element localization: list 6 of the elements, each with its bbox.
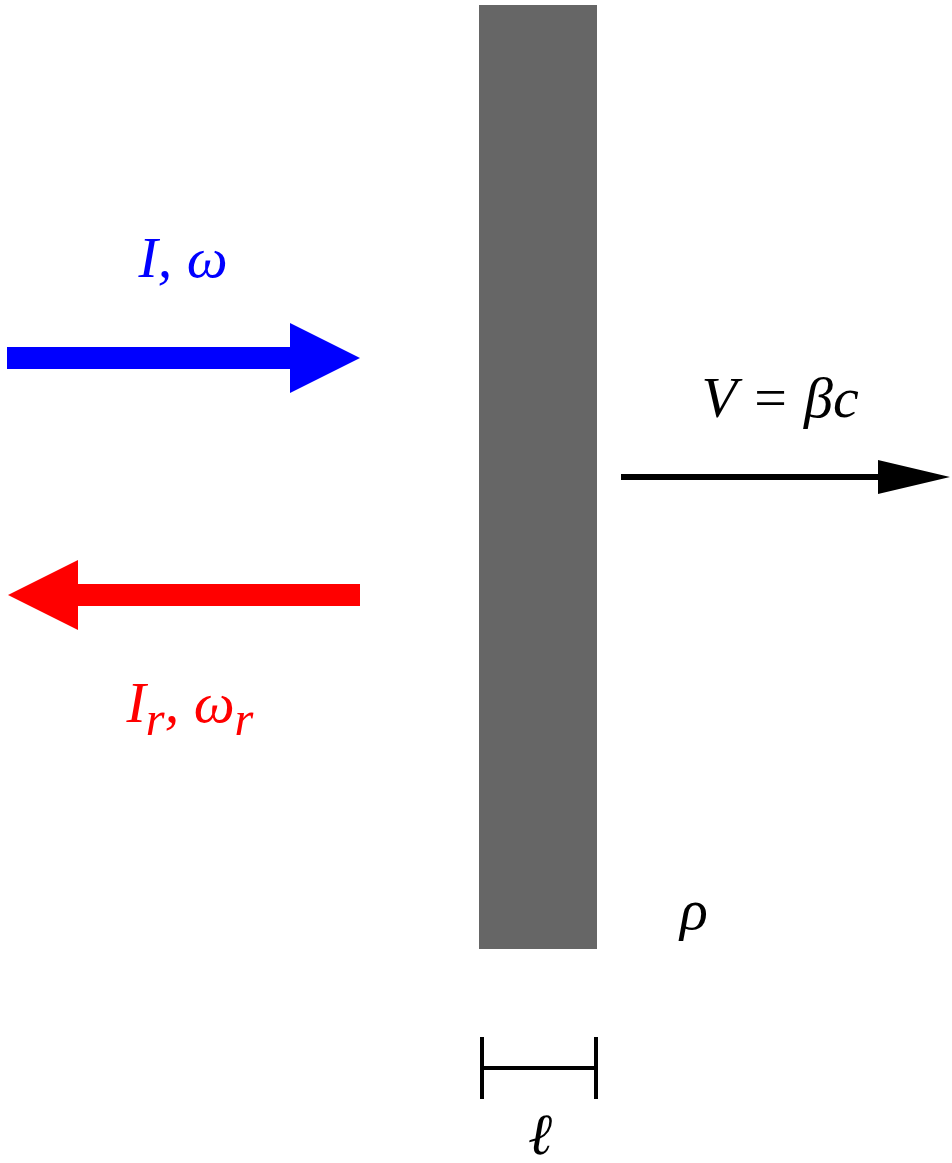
density-label: ρ bbox=[680, 881, 708, 939]
reflected-intensity-frequency-label: I$_{r}$, ω$_{r}$ bbox=[126, 673, 254, 743]
intensity-frequency-label: I, ω bbox=[138, 229, 228, 287]
thickness-label: ℓ bbox=[528, 1106, 553, 1163]
velocity-label: V = βc bbox=[701, 369, 859, 427]
slab bbox=[479, 5, 597, 949]
